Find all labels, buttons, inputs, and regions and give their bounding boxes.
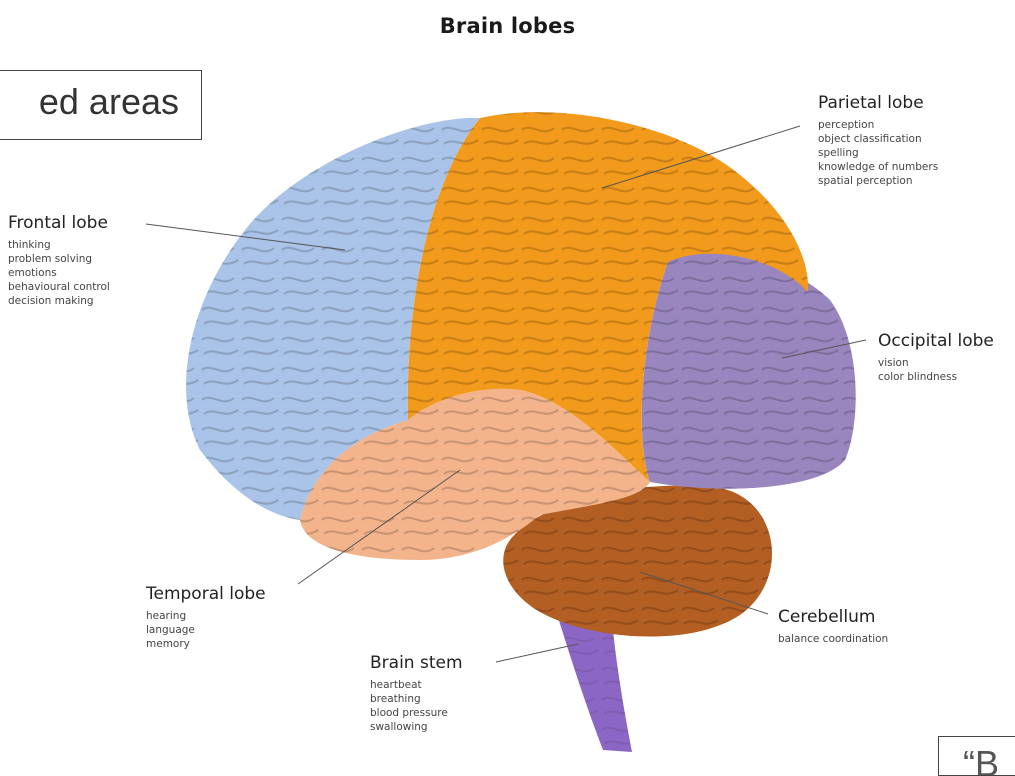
lobe-function-item: vision — [878, 356, 994, 370]
lobe-function-item: blood pressure — [370, 706, 463, 720]
frontal-lobe-title: Frontal lobe — [8, 212, 110, 234]
occipital-lobe-shading — [642, 253, 856, 489]
lobe-function-item: problem solving — [8, 252, 110, 266]
lobe-function-item: thinking — [8, 238, 110, 252]
lobe-function-item: memory — [146, 637, 266, 651]
lobe-function-item: language — [146, 623, 266, 637]
corner-caption-text: “B — [963, 743, 999, 776]
lobe-function-item: heartbeat — [370, 678, 463, 692]
brain-stem-leader-line — [496, 644, 578, 662]
lobe-function-item: hearing — [146, 609, 266, 623]
lobe-function-item: perception — [818, 118, 938, 132]
cerebellum-label: Cerebellum balance coordination — [778, 606, 888, 646]
corner-caption-box: “B — [938, 736, 1015, 776]
lobe-function-item: spatial perception — [818, 174, 938, 188]
cerebellum-title: Cerebellum — [778, 606, 888, 628]
occipital-lobe-title: Occipital lobe — [878, 330, 994, 352]
lobe-function-item: breathing — [370, 692, 463, 706]
lobe-function-item: color blindness — [878, 370, 994, 384]
parietal-lobe-title: Parietal lobe — [818, 92, 938, 114]
lobe-function-item: behavioural control — [8, 280, 110, 294]
cerebellum-functions: balance coordination — [778, 632, 888, 646]
lobe-function-item: knowledge of numbers — [818, 160, 938, 174]
temporal-lobe-title: Temporal lobe — [146, 583, 266, 605]
lobe-function-item: balance coordination — [778, 632, 888, 646]
lobe-function-item: object classification — [818, 132, 938, 146]
lobe-function-item: spelling — [818, 146, 938, 160]
lobe-function-item: swallowing — [370, 720, 463, 734]
lobe-function-item: decision making — [8, 294, 110, 308]
brain-stem-title: Brain stem — [370, 652, 463, 674]
lobe-function-item: emotions — [8, 266, 110, 280]
